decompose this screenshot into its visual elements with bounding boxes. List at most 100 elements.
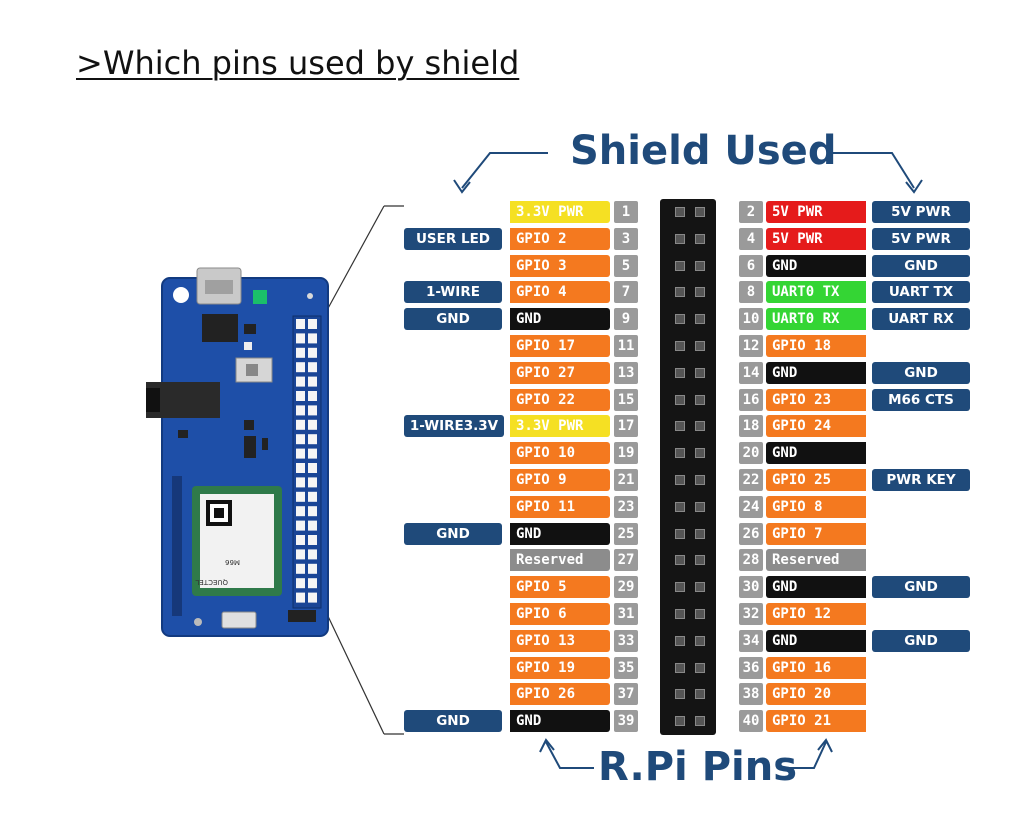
header-pin xyxy=(695,502,705,512)
header-pin-pair xyxy=(663,496,713,518)
header-pin-pair xyxy=(663,630,713,652)
pin-number-left: 37 xyxy=(614,683,638,705)
pin-function-left: GPIO 2 xyxy=(510,228,610,250)
pin-number-right: 14 xyxy=(739,362,763,384)
pin-number-left: 23 xyxy=(614,496,638,518)
pin-number-left: 33 xyxy=(614,630,638,652)
shield-function-label-right: GND xyxy=(872,576,970,598)
header-pin xyxy=(695,475,705,485)
shield-function-label-right: 5V PWR xyxy=(872,228,970,250)
board-header-pin xyxy=(308,491,317,502)
arrow-right-bottom xyxy=(778,741,827,769)
header-pin xyxy=(675,609,685,619)
pin-number-left: 13 xyxy=(614,362,638,384)
pin-function-left: GND xyxy=(510,308,610,330)
board-header-pin xyxy=(308,319,317,329)
board-header-pin xyxy=(296,376,305,387)
pin-number-right: 20 xyxy=(739,442,763,464)
pin-number-left: 27 xyxy=(614,549,638,571)
pin-function-right: 5V PWR xyxy=(766,228,866,250)
header-pin xyxy=(675,529,685,539)
pin-function-left: GPIO 22 xyxy=(510,389,610,411)
header-pin xyxy=(675,636,685,646)
pin-number-right: 10 xyxy=(739,308,763,330)
board-header-pin xyxy=(296,463,305,473)
header-pin xyxy=(695,261,705,271)
board-header-pin xyxy=(296,333,305,344)
board-header-pin xyxy=(308,592,317,603)
pin-function-left: GPIO 3 xyxy=(510,255,610,277)
header-pin xyxy=(675,234,685,244)
pin-function-left: GPIO 10 xyxy=(510,442,610,464)
header-pin-pair xyxy=(663,549,713,571)
header-pin xyxy=(675,716,685,726)
board-header-pin xyxy=(308,347,317,358)
arrow-right-top xyxy=(832,152,915,189)
header-pin xyxy=(695,207,705,217)
pin-number-left: 1 xyxy=(614,201,638,223)
pin-function-right: UART0 TX xyxy=(766,281,866,303)
board-header-pin xyxy=(308,434,317,445)
pin-function-left: GPIO 13 xyxy=(510,630,610,652)
board-header-pin xyxy=(308,362,317,373)
header-pin-pair xyxy=(663,415,713,437)
shield-function-label-left: GND xyxy=(404,710,502,732)
board-header-pin xyxy=(308,463,317,473)
chip-icon xyxy=(244,342,252,350)
pin-function-left: GPIO 6 xyxy=(510,603,610,625)
pin-number-right: 16 xyxy=(739,389,763,411)
arrowhead-left-top xyxy=(453,179,471,194)
arrow-left-bottom xyxy=(545,741,594,769)
mounting-hole-icon xyxy=(307,293,313,299)
pin-number-right: 30 xyxy=(739,576,763,598)
shield-function-label-right: M66 CTS xyxy=(872,389,970,411)
pin-function-right: GPIO 20 xyxy=(766,683,866,705)
board-header-pin xyxy=(296,448,305,459)
board-header-pin xyxy=(308,376,317,387)
header-pin xyxy=(675,287,685,297)
board-header-pin xyxy=(308,535,317,545)
pin-number-left: 11 xyxy=(614,335,638,357)
arrowhead-left-bottom xyxy=(539,738,555,753)
header-pin-pair xyxy=(663,603,713,625)
header-pin xyxy=(695,395,705,405)
pin-function-right: GND xyxy=(766,362,866,384)
pin-function-right: UART0 RX xyxy=(766,308,866,330)
header-pin xyxy=(675,314,685,324)
leader-line-bottom xyxy=(325,611,385,735)
gpio-header-strip xyxy=(660,199,716,735)
header-pin xyxy=(695,234,705,244)
board-header-pin xyxy=(296,347,305,358)
pin-function-right: Reserved xyxy=(766,549,866,571)
board-gpio-header xyxy=(292,315,322,609)
board-header-pin xyxy=(296,362,305,373)
pin-function-left: GPIO 9 xyxy=(510,469,610,491)
header-pin xyxy=(695,716,705,726)
board-header-pin xyxy=(308,391,317,401)
shield-used-label: Shield Used xyxy=(570,128,837,174)
header-pin xyxy=(695,609,705,619)
shield-function-label-left: GND xyxy=(404,308,502,330)
pin-number-left: 39 xyxy=(614,710,638,732)
pin-number-left: 35 xyxy=(614,657,638,679)
pin-function-left: GPIO 11 xyxy=(510,496,610,518)
board-header-pin xyxy=(308,563,317,574)
header-pin xyxy=(675,421,685,431)
pin-number-right: 26 xyxy=(739,523,763,545)
shield-function-label-right: 5V PWR xyxy=(872,201,970,223)
board-header-pin xyxy=(296,391,305,401)
pin-number-right: 24 xyxy=(739,496,763,518)
pin-function-right: GND xyxy=(766,442,866,464)
header-pin xyxy=(695,368,705,378)
arrowhead-right-top xyxy=(905,179,923,194)
shield-function-label-right: GND xyxy=(872,362,970,384)
header-pin-pair xyxy=(663,389,713,411)
header-pin xyxy=(695,287,705,297)
shield-function-label-right: UART TX xyxy=(872,281,970,303)
shield-function-label-left: 1-WIRE xyxy=(404,281,502,303)
pin-function-right: GND xyxy=(766,576,866,598)
header-pin xyxy=(675,341,685,351)
pin-number-left: 19 xyxy=(614,442,638,464)
header-pin-pair xyxy=(663,201,713,223)
